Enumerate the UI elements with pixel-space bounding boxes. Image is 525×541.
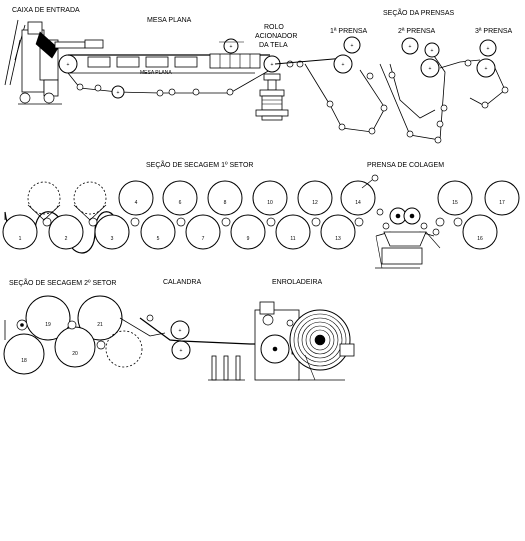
label-mesa-plana: MESA PLANA: [147, 17, 192, 24]
dryer-number-15: 15: [452, 200, 458, 206]
dryer-number-3: 3: [111, 236, 114, 242]
label-enroladeira: ENROLADEIRA: [272, 279, 323, 286]
dryer-number-1: 1: [19, 236, 22, 242]
dryer-number-16: 16: [477, 236, 483, 242]
label-rolo-1: ROLO: [264, 24, 284, 31]
press-section: + + + + + + +: [275, 37, 508, 143]
dryer-number-2: 2: [65, 236, 68, 242]
dryer-number-6: 6: [179, 200, 182, 206]
svg-text:+: +: [351, 43, 354, 49]
label-mesa-plana-inner: MESA PLANA: [140, 70, 172, 76]
label-secagem-1: SEÇÃO DE SECAGEM 1º SETOR: [146, 160, 253, 169]
label-prensa-1: 1ª PRENSA: [330, 28, 368, 35]
dryer-number-18: 18: [21, 358, 27, 364]
svg-text:+: +: [117, 90, 120, 96]
dryer-number-4: 4: [135, 200, 138, 206]
dryer-number-13: 13: [335, 236, 341, 242]
dryer-number-9: 9: [247, 236, 250, 242]
label-prensa-2: 2ª PRENSA: [398, 28, 436, 35]
dryer-number-10: 10: [267, 200, 273, 206]
label-rolo-2: ACIONADOR: [255, 33, 297, 40]
dryer-section-2: [4, 296, 165, 374]
dryer-number-21: 21: [97, 322, 103, 328]
svg-text:+: +: [485, 66, 488, 72]
svg-text:+: +: [271, 62, 274, 68]
label-rolo-3: DA TELA: [259, 42, 288, 49]
dryer-number-19: 19: [45, 322, 51, 328]
dryer-number-7: 7: [202, 236, 205, 242]
size-press: [375, 208, 440, 268]
svg-text:+: +: [180, 348, 183, 354]
dryer-number-14: 14: [355, 200, 361, 206]
couch-roll-drive: +: [256, 56, 303, 120]
label-secao-prensas: SEÇÃO DA PRENSAS: [383, 8, 455, 17]
svg-text:+: +: [230, 44, 233, 50]
label-caixa-entrada: CAIXA DE ENTRADA: [12, 7, 80, 14]
svg-text:+: +: [179, 328, 182, 334]
reel: [255, 302, 354, 380]
svg-text:+: +: [342, 62, 345, 68]
svg-text:+: +: [409, 44, 412, 50]
dryer-number-5: 5: [157, 236, 160, 242]
dryer-number-12: 12: [312, 200, 318, 206]
svg-text:+: +: [429, 66, 432, 72]
svg-text:+: +: [487, 46, 490, 52]
dryer-number-20: 20: [72, 351, 78, 357]
calender: + +: [140, 318, 262, 380]
dryer-number-11: 11: [290, 236, 295, 242]
dryer-number-17: 17: [499, 200, 505, 206]
svg-text:+: +: [431, 48, 434, 54]
label-calandra: CALANDRA: [163, 279, 201, 286]
dryer-number-8: 8: [224, 200, 227, 206]
label-secagem-2: SEÇÃO DE SECAGEM 2º SETOR: [9, 278, 116, 287]
svg-text:+: +: [67, 62, 70, 68]
label-prensa-3: 3ª PRENSA: [475, 28, 513, 35]
dryer-section-1: [3, 175, 519, 253]
label-prensa-colagem: PRENSA DE COLAGEM: [367, 162, 444, 169]
